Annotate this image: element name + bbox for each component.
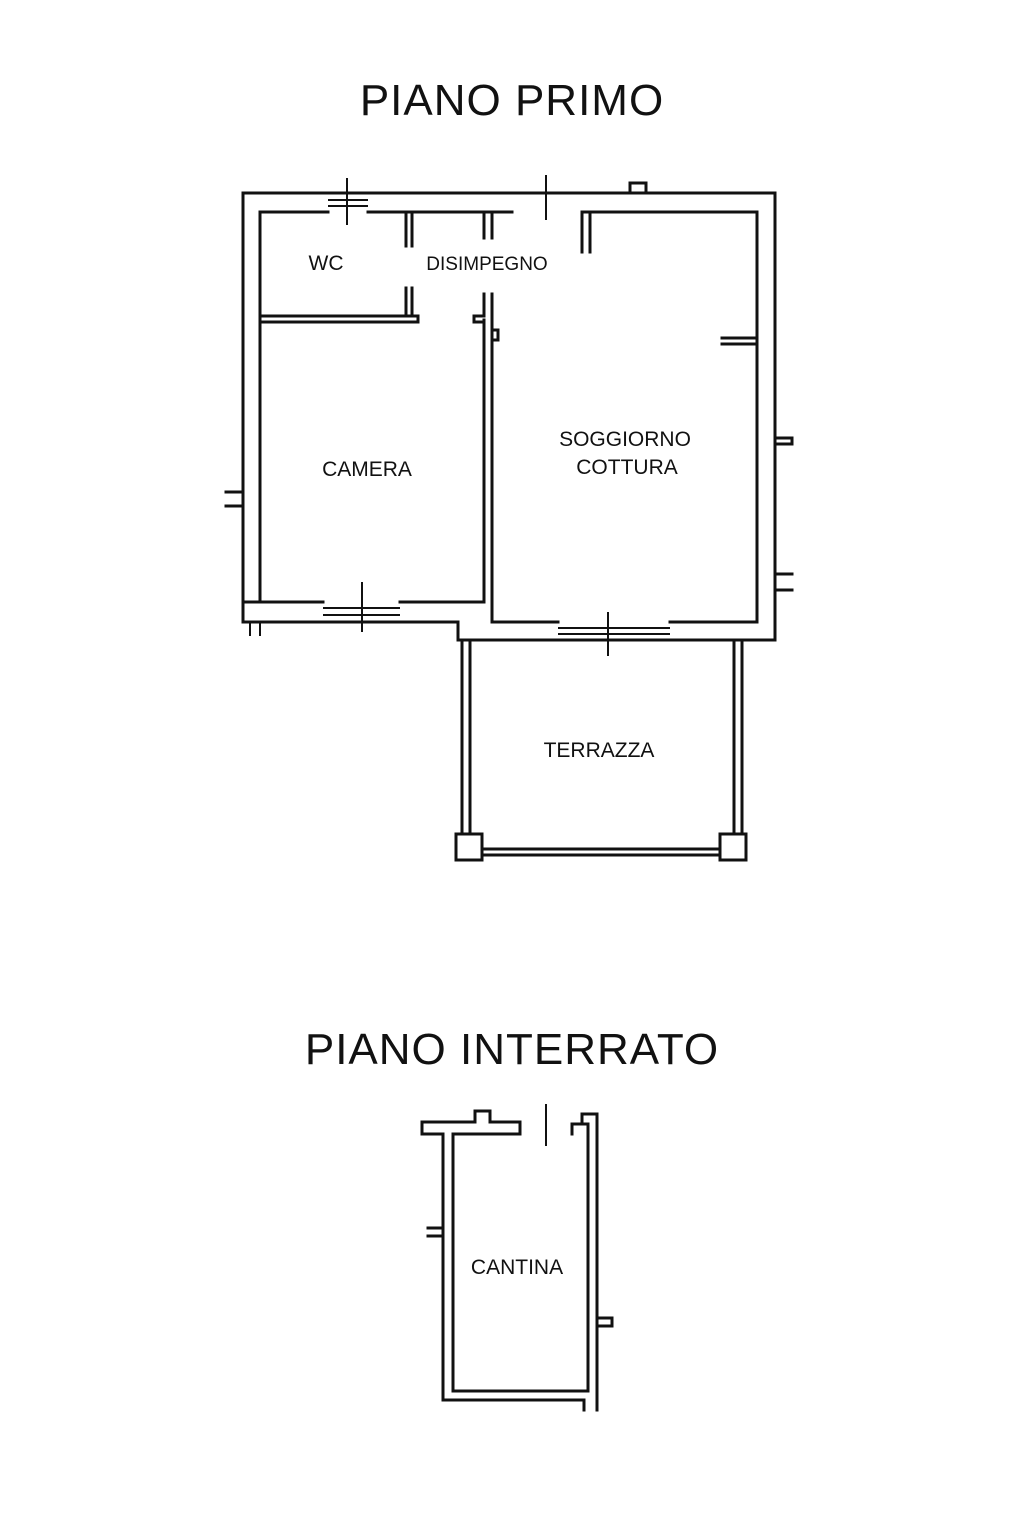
title-piano-interrato: PIANO INTERRATO (305, 1025, 719, 1074)
right-wall-stub-lower (773, 572, 794, 592)
terrazza-bottom-rail (480, 847, 722, 857)
left-wall-stub (224, 490, 245, 508)
room-label-cantina: CANTINA (471, 1256, 563, 1279)
cantina-inner-wall (451, 1122, 590, 1393)
chimney-bump (628, 181, 648, 195)
wc-door-jamb-lower (404, 286, 414, 318)
terrazza-right-rail (732, 638, 744, 836)
room-label-camera: CAMERA (322, 458, 412, 481)
disimpegno-post-bottom (472, 292, 500, 342)
cantina-right-stub (595, 1316, 614, 1328)
outer-wall-outline (241, 191, 777, 642)
terrazza-pier-left (454, 832, 484, 862)
title-piano-primo: PIANO PRIMO (360, 76, 664, 125)
soggiorno-inner-wall (580, 210, 759, 624)
room-label-cottura: COTTURA (576, 456, 678, 479)
soggiorno-left-wall (490, 318, 560, 624)
first-floor-plan: WC DISIMPEGNO CAMERA SOGGIORNO COTTURA T… (224, 175, 794, 862)
cantina-outer-right (570, 1112, 599, 1412)
soggiorno-entry-post (580, 210, 592, 254)
cantina-top-wall-left (420, 1109, 522, 1136)
wc-door-jamb (404, 210, 414, 248)
soggiorno-window (558, 627, 670, 635)
left-corner-ticks (249, 622, 261, 636)
wc-camera-partition (258, 314, 420, 324)
terrazza-pier-right (718, 832, 748, 862)
cantina-left-stub (426, 1226, 445, 1238)
room-label-soggiorno: SOGGIORNO (559, 428, 691, 451)
room-label-disimpegno: DISIMPEGNO (426, 254, 547, 275)
disimpegno-post-top (482, 210, 494, 240)
right-wall-stub (773, 436, 794, 446)
cantina-outer-left (420, 1120, 586, 1412)
room-label-wc: WC (309, 252, 344, 275)
camera-right-wall (398, 318, 486, 604)
terrazza-left-rail (460, 638, 472, 836)
basement-plan: CANTINA (420, 1104, 614, 1412)
soggiorno-wall-notch (720, 336, 759, 346)
room-label-terrazza: TERRAZZA (544, 739, 655, 762)
